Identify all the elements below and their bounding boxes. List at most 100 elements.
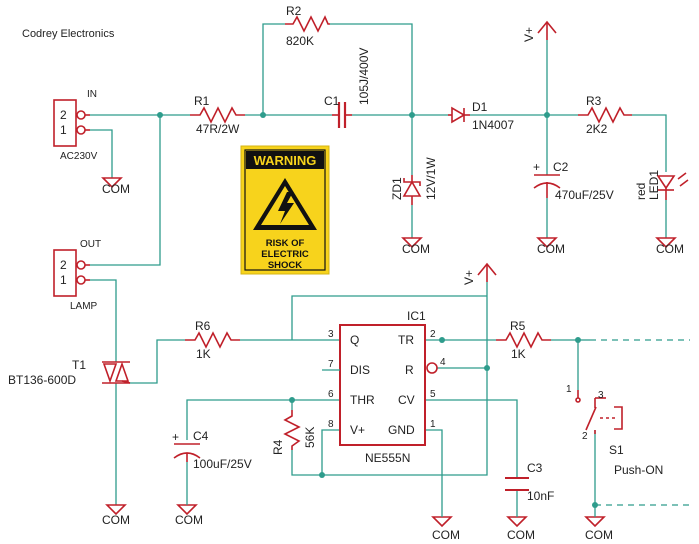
- c4-plus: +: [172, 430, 179, 444]
- ic1-pin-tr: TR: [398, 333, 414, 347]
- lightning-icon: [278, 192, 294, 224]
- ic1-pin-cv: CV: [398, 393, 415, 407]
- vplus-ic-label: V+: [462, 270, 476, 285]
- ic1-ne555: IC1 NE555N Q DIS THR V+ TR R CV GND 3 7 …: [322, 309, 446, 465]
- ic1-pinnum-1: 1: [430, 419, 436, 430]
- capacitor-c3: C3 10nF: [505, 461, 554, 503]
- diode-d1: D1 1N4007: [448, 100, 514, 132]
- ic1-pin-q: Q: [350, 333, 359, 347]
- connector-out-pin1: 1: [60, 273, 67, 287]
- d1-ref: D1: [472, 100, 488, 114]
- ic1-pin-r: R: [405, 363, 414, 377]
- ground-ic-label: COM: [432, 528, 460, 542]
- ic1-pin-thr: THR: [350, 393, 375, 407]
- ic1-pinnum-6: 6: [328, 389, 334, 400]
- capacitor-c2: + C2 470uF/25V: [533, 160, 614, 202]
- resistor-r3: R3 2K2: [578, 94, 632, 136]
- r2-value: 820K: [286, 34, 314, 48]
- resistor-r2: R2 820K: [285, 4, 330, 48]
- ic1-pinnum-8: 8: [328, 419, 334, 430]
- c2-plus: +: [533, 160, 540, 174]
- warning-sign: WARNING RISK OF ELECTRIC SHOCK: [240, 145, 330, 275]
- r5-value: 1K: [511, 347, 526, 361]
- capacitor-c4: + C4 100uF/25V: [172, 429, 252, 471]
- r4-ref: R4: [271, 439, 285, 455]
- led-led1: red LED1: [634, 170, 689, 200]
- r6-ref: R6: [195, 319, 211, 333]
- r1-value: 47R/2W: [196, 122, 240, 136]
- zener-zd1: ZD1 12V/1W: [390, 157, 438, 205]
- c2-ref: C2: [553, 160, 569, 174]
- title: Codrey Electronics: [22, 28, 115, 40]
- s1-pin3: 3: [598, 390, 604, 401]
- ground-zd1-label: COM: [402, 242, 430, 256]
- ground-led: COM: [655, 237, 684, 256]
- c4-ref: C4: [193, 429, 209, 443]
- connector-in-pin2: 2: [60, 108, 67, 122]
- wires-top: [90, 23, 667, 505]
- connector-out-pin2: 2: [60, 258, 67, 272]
- ground-t1: COM: [102, 504, 130, 527]
- ic1-pinnum-5: 5: [430, 389, 436, 400]
- vplus-arrow-ic: V+: [462, 262, 497, 285]
- ic1-ref: IC1: [407, 309, 426, 323]
- t1-ref: T1: [72, 358, 86, 372]
- junction-dots-top: [157, 112, 550, 118]
- ic1-pin-vplus: V+: [350, 423, 365, 437]
- c3-value: 10nF: [527, 489, 554, 503]
- resistor-r6: R6 1K: [185, 319, 240, 361]
- r6-value: 1K: [196, 347, 211, 361]
- ground-zd1: COM: [401, 237, 430, 256]
- ic1-pinnum-3: 3: [328, 329, 334, 340]
- resistor-r4: R4 56K: [271, 410, 317, 455]
- c1-ref: C1: [324, 94, 340, 108]
- ground-ic: COM: [431, 516, 460, 542]
- connector-in: IN 2 1 AC230V: [53, 89, 98, 162]
- ground-c4: COM: [175, 504, 203, 527]
- r2-ref: R2: [286, 4, 302, 18]
- connector-out-header: OUT: [80, 239, 101, 250]
- resistor-r1: R1 47R/2W: [190, 94, 245, 136]
- ic1-value: NE555N: [365, 451, 410, 465]
- ic1-pinnum-2: 2: [430, 329, 436, 340]
- r3-ref: R3: [586, 94, 602, 108]
- s1-pin2: 2: [582, 431, 588, 442]
- vplus-arrow-top: V+: [522, 20, 557, 42]
- ic1-pinnum-4: 4: [440, 357, 446, 368]
- warning-line2: ELECTRIC: [261, 249, 309, 260]
- connector-in-pin1: 1: [60, 123, 67, 137]
- triac-t1: T1 BT136-600D: [8, 358, 131, 387]
- s1-value: Push-ON: [614, 463, 663, 477]
- r3-value: 2K2: [586, 122, 608, 136]
- warning-line3: SHOCK: [268, 260, 302, 271]
- warning-header: WARNING: [254, 153, 317, 168]
- connector-in-header: IN: [87, 89, 97, 100]
- connector-in-footer: AC230V: [60, 151, 98, 162]
- led1-value: red: [634, 183, 648, 200]
- t1-value: BT136-600D: [8, 373, 76, 387]
- led1-ref: LED1: [647, 170, 661, 200]
- ground-t1-label: COM: [102, 513, 130, 527]
- d1-value: 1N4007: [472, 118, 514, 132]
- ic1-pin-dis: DIS: [350, 363, 370, 377]
- r4-value: 56K: [303, 427, 317, 448]
- ic1-pin-gnd: GND: [388, 423, 415, 437]
- zd1-value: 12V/1W: [424, 157, 438, 200]
- ic1-pinnum-7: 7: [328, 359, 334, 370]
- c3-ref: C3: [527, 461, 543, 475]
- ground-s1: COM: [584, 516, 613, 542]
- connector-out-footer: LAMP: [70, 301, 98, 312]
- c2-value: 470uF/25V: [555, 188, 614, 202]
- r5-ref: R5: [510, 319, 526, 333]
- ground-c2: COM: [536, 237, 565, 256]
- c4-value: 100uF/25V: [193, 457, 252, 471]
- c1-value: 105J/400V: [357, 48, 371, 105]
- ground-c3-label: COM: [507, 528, 535, 542]
- ground-s1-label: COM: [585, 528, 613, 542]
- warning-line1: RISK OF: [266, 238, 305, 249]
- connector-out: OUT 2 1 LAMP: [53, 239, 101, 312]
- resistor-r5: R5 1K: [496, 319, 551, 361]
- zd1-ref: ZD1: [390, 177, 404, 200]
- ground-in: COM: [101, 177, 130, 196]
